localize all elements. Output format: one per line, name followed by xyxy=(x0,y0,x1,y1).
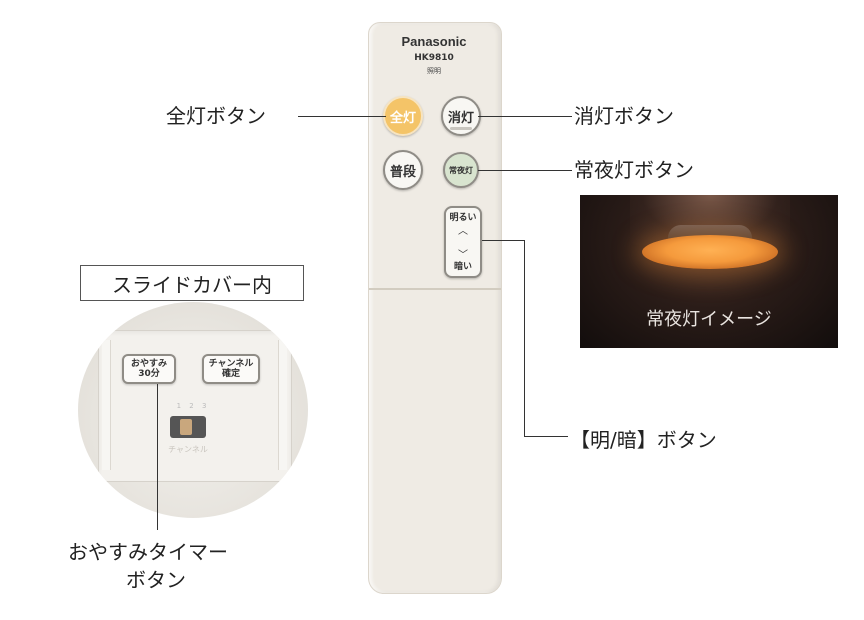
off-button[interactable]: 消灯 xyxy=(441,96,481,136)
callout-night: 常夜灯ボタン xyxy=(574,158,694,182)
callout-line-bright-dark-h1 xyxy=(482,240,524,241)
lighting-label: 照明 xyxy=(427,67,441,75)
callout-all-on: 全灯ボタン xyxy=(166,104,266,128)
off-button-indicator xyxy=(450,127,472,130)
brand-logo: Panasonic xyxy=(401,34,467,49)
callout-line-bright-dark-v xyxy=(524,240,525,436)
inset-rail-right xyxy=(278,340,287,470)
callout-sleep-timer-line1: おやすみタイマー xyxy=(68,540,228,564)
chevron-up-icon: ︿ xyxy=(458,226,468,237)
callout-bright-dark: 【明/暗】ボタン xyxy=(570,428,717,452)
callout-line-night xyxy=(478,170,572,171)
night-light-caption: 常夜灯イメージ xyxy=(646,309,772,330)
callout-line-bright-dark-h2 xyxy=(524,436,568,437)
slide-cover-title: スライドカバー内 xyxy=(80,265,304,301)
night-light-image: 常夜灯イメージ xyxy=(580,195,838,348)
channel-confirm-button[interactable]: チャンネル 確定 xyxy=(202,354,260,384)
bright-label: 明るい xyxy=(449,213,477,223)
slide-cover-inset: おやすみ 30分 チャンネル 確定 1 2 3 チャンネル xyxy=(78,302,308,518)
sleep-timer-duration: 30分 xyxy=(138,369,160,379)
model-number: HK9810 xyxy=(414,53,454,63)
channel-switch-label: チャンネル xyxy=(168,445,208,454)
inset-rail-left xyxy=(102,340,111,470)
lamp-glow xyxy=(642,235,778,269)
channel-switch-knob[interactable] xyxy=(180,419,192,435)
callout-sleep-timer-line2: ボタン xyxy=(126,568,186,592)
all-on-button[interactable]: 全灯 xyxy=(383,96,423,136)
night-light-button[interactable]: 常夜灯 xyxy=(443,152,479,188)
dark-label: 暗い xyxy=(453,262,472,272)
confirm-label: 確定 xyxy=(221,369,240,379)
channel-numbers: 1 2 3 xyxy=(176,402,210,410)
callout-line-off xyxy=(478,116,572,117)
bright-dark-rocker[interactable] xyxy=(444,206,482,278)
channel-label: チャンネル xyxy=(208,359,254,369)
callout-line-sleep-timer xyxy=(157,384,158,530)
callout-off: 消灯ボタン xyxy=(574,104,674,128)
normal-button[interactable]: 普段 xyxy=(383,150,423,190)
chevron-down-icon: ﹀ xyxy=(458,250,468,261)
inset-panel xyxy=(98,330,292,482)
callout-line-all-on xyxy=(298,116,386,117)
slide-cover-seam xyxy=(369,288,501,290)
sleep-timer-button[interactable]: おやすみ 30分 xyxy=(122,354,176,384)
sleep-timer-label: おやすみ xyxy=(130,359,167,369)
